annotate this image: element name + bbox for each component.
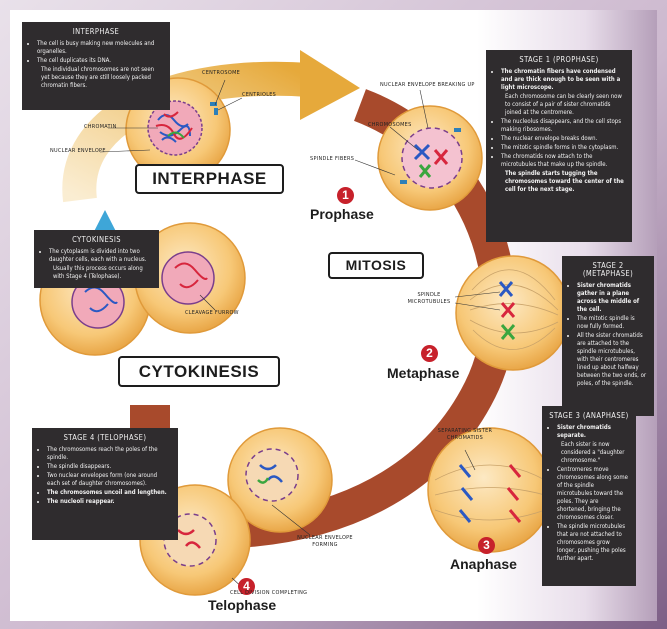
prophase-box-title: STAGE 1 (PROPHASE) — [493, 56, 625, 64]
anaphase-item: The spindle microtubules that are not at… — [557, 523, 629, 563]
spindle-fibers-label: SPINDLE FIBERS — [310, 156, 354, 163]
cytokinesis-info-box: CYTOKINESIS The cytoplasm is divided int… — [34, 230, 159, 288]
stage-3-name: Anaphase — [450, 556, 517, 572]
metaphase-info-box: STAGE 2 (METAPHASE) Sister chromatids ga… — [562, 256, 654, 416]
cleavage-label: CLEAVAGE FURROW — [185, 310, 239, 317]
anaphase-item: Centromeres move chromosomes along some … — [557, 466, 629, 522]
prophase-item: Each chromosome can be clearly seen now … — [505, 93, 625, 117]
centrioles-label: CENTRIOLES — [242, 92, 276, 99]
interphase-item: The individual chromosomes are not seen … — [41, 66, 163, 90]
anaphase-cell — [428, 428, 552, 552]
telophase-box-title: STAGE 4 (TELOPHASE) — [39, 434, 171, 442]
cytokinesis-item: Usually this process occurs along with S… — [53, 265, 152, 281]
interphase-box-title: INTERPHASE — [29, 28, 163, 36]
metaphase-cell — [456, 256, 570, 370]
anaphase-box-title: STAGE 3 (ANAPHASE) — [549, 412, 629, 420]
anaphase-item: Sister chromatids separate. — [557, 424, 629, 440]
telophase-item: The chromosomes uncoil and lengthen. — [47, 489, 171, 497]
telophase-item: The nucleoli reappear. — [47, 498, 171, 506]
stage-4-name: Telophase — [208, 597, 276, 613]
stage-2-badge: 2 — [421, 345, 438, 362]
telophase-item: The chromosomes reach the poles of the s… — [47, 446, 171, 462]
interphase-info-box: INTERPHASE The cell is busy making new m… — [22, 22, 170, 110]
interphase-title: INTERPHASE — [135, 164, 284, 194]
anaphase-info-box: STAGE 3 (ANAPHASE) Sister chromatids sep… — [542, 406, 636, 586]
metaphase-box-title: STAGE 2 (METAPHASE) — [569, 262, 647, 278]
prophase-item: The chromatids now attach to the microtu… — [501, 153, 625, 169]
spindle-microtubules-label: SPINDLE MICROTUBULES — [405, 292, 453, 306]
metaphase-item: All the sister chromatids are attached t… — [577, 332, 647, 388]
sister-separate-label: SEPARATING SISTER CHROMATIDS — [430, 428, 500, 442]
telophase-info-box: STAGE 4 (TELOPHASE) The chromosomes reac… — [32, 428, 178, 540]
stage-3-badge: 3 — [478, 537, 495, 554]
nuclear-breaking-label: NUCLEAR ENVELOPE BREAKING UP — [380, 82, 475, 89]
telophase-item: Two nuclear envelopes form (one around e… — [47, 472, 171, 488]
metaphase-item: The mitotic spindle is now fully formed. — [577, 315, 647, 331]
prophase-item: The chromatin fibers have condensed and … — [501, 68, 625, 92]
interphase-item: The cell is busy making new molecules an… — [37, 40, 163, 56]
mitosis-poster: INTERPHASE MITOSIS CYTOKINESIS 1 Prophas… — [10, 10, 657, 621]
prophase-item: The spindle starts tugging the chromosom… — [505, 170, 625, 194]
prophase-item: The nuclear envelope breaks down. — [501, 135, 625, 143]
centrosome-label: CENTROSOME — [202, 70, 240, 77]
prophase-item: The mitotic spindle forms in the cytopla… — [501, 144, 625, 152]
nuclear-forming-label: NUCLEAR ENVELOPE FORMING — [295, 535, 355, 549]
chromosomes-label: CHROMOSOMES — [368, 122, 412, 129]
metaphase-item: Sister chromatids gather in a plane acro… — [577, 282, 647, 314]
interphase-arrowhead — [300, 50, 360, 120]
chromatin-label: CHROMATIN — [84, 124, 117, 131]
cytokinesis-title: CYTOKINESIS — [118, 356, 280, 387]
stage-1-badge: 1 — [337, 187, 354, 204]
prophase-item: The nucleolus disappears, and the cell s… — [501, 118, 625, 134]
anaphase-item: Each sister is now considered a "daughte… — [561, 441, 629, 465]
cell-division-label: CELL DIVISION COMPLETING — [230, 590, 307, 597]
prophase-info-box: STAGE 1 (PROPHASE) The chromatin fibers … — [486, 50, 632, 242]
cytokinesis-box-title: CYTOKINESIS — [41, 236, 152, 244]
nuclear-envelope-label: NUCLEAR ENVELOPE — [50, 148, 106, 155]
mitosis-title: MITOSIS — [328, 252, 424, 279]
telophase-item: The spindle disappears. — [47, 463, 171, 471]
stage-1-name: Prophase — [310, 206, 374, 222]
stage-2-name: Metaphase — [387, 365, 459, 381]
interphase-item: The cell duplicates its DNA. — [37, 57, 163, 65]
cytokinesis-item: The cytoplasm is divided into two daught… — [49, 248, 152, 264]
